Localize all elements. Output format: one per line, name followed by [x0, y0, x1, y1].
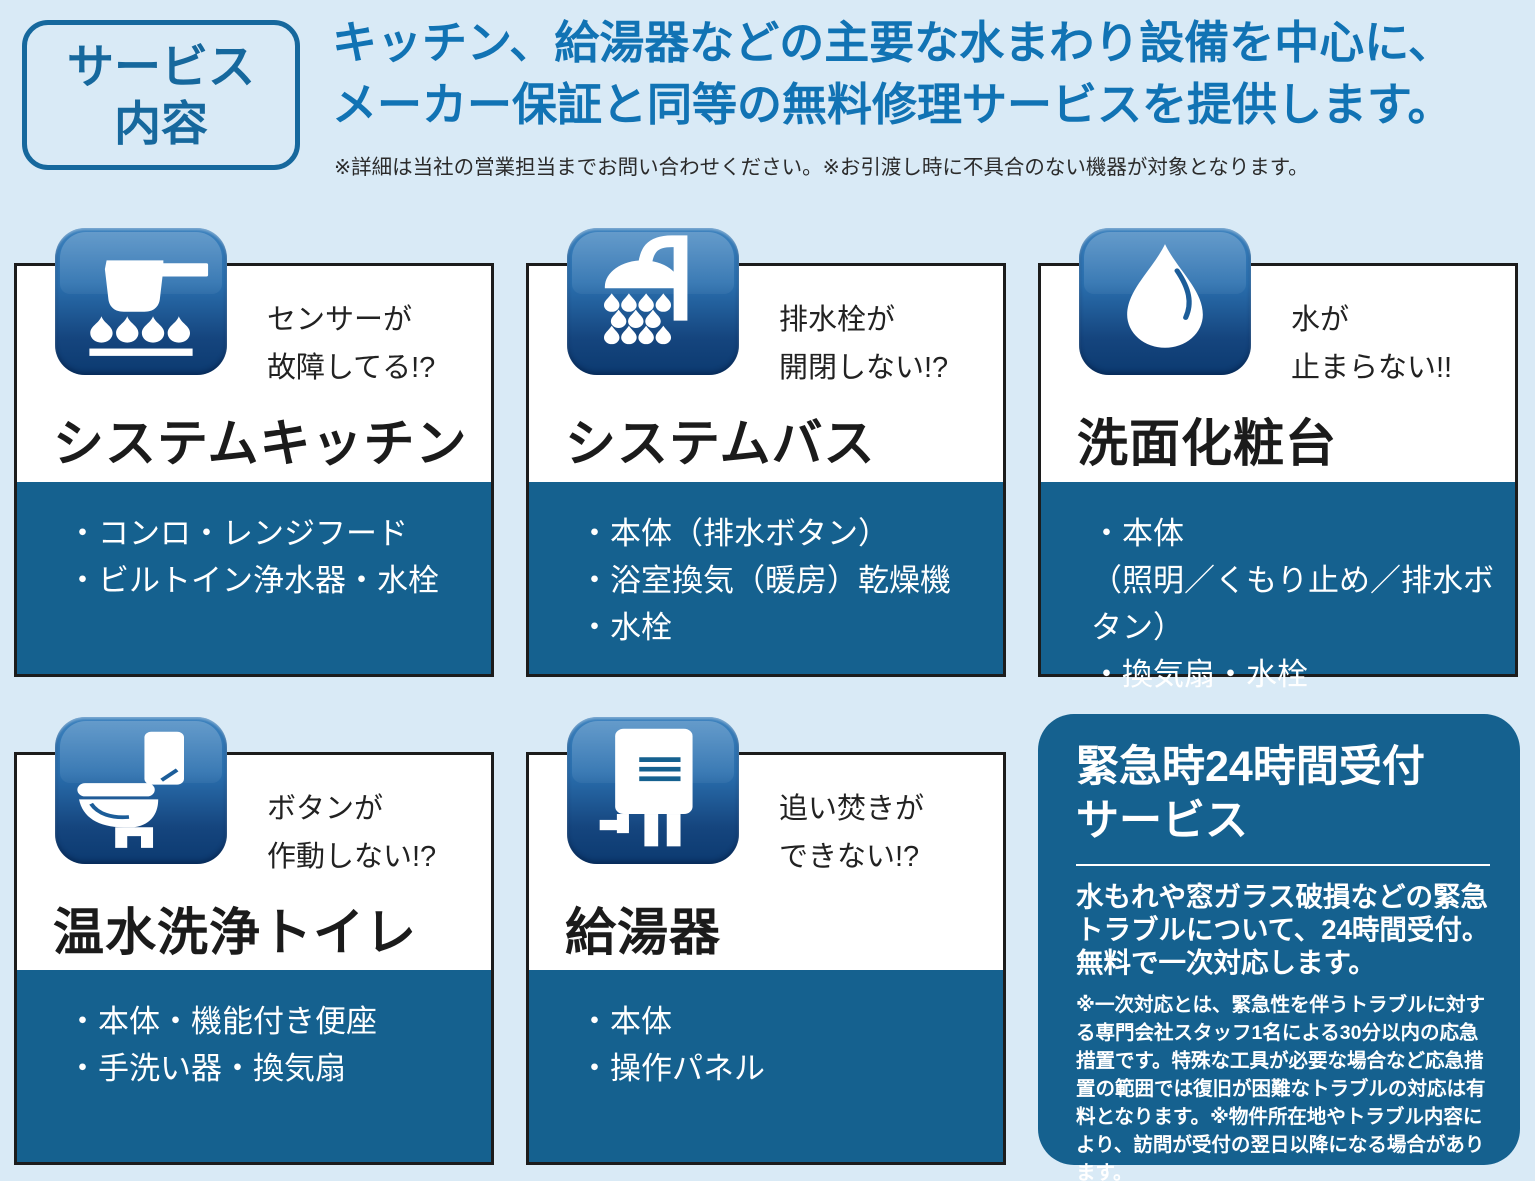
page-title-line1: キッチン、給湯器などの主要な水まわり設備を中心に、	[332, 17, 1453, 68]
emergency-title-line2: サービス	[1076, 797, 1248, 845]
emergency-note: ※一次対応とは、緊急性を伴うトラブルに対する専門会社スタッフ1名による30分以内…	[1076, 994, 1486, 1181]
card-washstand: 水が 止まらない!! 洗面化粧台 ・本体 （照明／くもり止め／排水ボタン） ・換…	[1038, 228, 1518, 692]
covered-items-list: ・本体 ・操作パネル	[529, 970, 1003, 1162]
water-drop-icon	[1079, 228, 1251, 375]
bubble-line: 開閉しない!?	[779, 352, 949, 384]
trouble-bubble: 追い焚きが できない!?	[779, 785, 924, 881]
emergency-service-panel: 緊急時24時間受付サービス 水もれや窓ガラス破損などの緊急トラブルについて、24…	[1038, 714, 1520, 1181]
card-title: 給湯器	[565, 904, 722, 961]
bubble-line: 故障してる!?	[267, 352, 436, 384]
bubble-line: できない!?	[779, 841, 920, 873]
trouble-bubble: ボタンが 作動しない!?	[267, 785, 436, 881]
bubble-line: 作動しない!?	[267, 841, 437, 873]
covered-item: ・コンロ・レンジフード	[67, 516, 408, 551]
covered-item: ・換気扇・水栓	[1091, 657, 1308, 692]
card-title: システムバス	[565, 415, 876, 472]
water-heater-icon	[567, 717, 739, 864]
covered-item: ・本体	[1091, 516, 1184, 551]
card-system-kitchen: センサーが 故障してる!? システムキッチン ・コンロ・レンジフード ・ビルトイ…	[14, 228, 494, 677]
emergency-title: 緊急時24時間受付サービス	[1076, 740, 1490, 848]
covered-item: ・水栓	[579, 610, 672, 645]
shower-icon	[567, 228, 739, 375]
covered-items-list: ・本体（排水ボタン） ・浴室換気（暖房）乾燥機 ・水栓	[529, 482, 1003, 674]
bubble-line: 排水栓が	[779, 304, 896, 336]
card-washlet-toilet: ボタンが 作動しない!? 温水洗浄トイレ ・本体・機能付き便座 ・手洗い器・換気…	[14, 717, 494, 1165]
trouble-bubble: 排水栓が 開閉しない!?	[779, 296, 948, 392]
badge-text-line2: 内容	[114, 97, 208, 150]
bubble-line: 追い焚きが	[779, 793, 925, 825]
page-title-line2: メーカー保証と同等の無料修理サービスを提供します。	[332, 79, 1453, 130]
card-title: 温水洗浄トイレ	[53, 904, 418, 961]
emergency-description: 水もれや窓ガラス破損などの緊急トラブルについて、24時間受付。無料で一次対応しま…	[1076, 881, 1490, 978]
badge-text-line1: サービス	[67, 40, 255, 93]
stove-icon	[55, 228, 227, 375]
card-water-heater: 追い焚きが できない!? 給湯器 ・本体 ・操作パネル	[526, 717, 1006, 1165]
covered-item: ・浴室換気（暖房）乾燥機	[579, 563, 951, 598]
card-system-bath: 排水栓が 開閉しない!? システムバス ・本体（排水ボタン） ・浴室換気（暖房）…	[526, 228, 1006, 677]
bubble-line: ボタンが	[267, 793, 384, 825]
covered-items-list: ・本体・機能付き便座 ・手洗い器・換気扇	[17, 970, 491, 1162]
covered-item: ・本体・機能付き便座	[67, 1004, 377, 1039]
covered-items-list: ・コンロ・レンジフード ・ビルトイン浄水器・水栓	[17, 482, 491, 674]
bubble-line: 水が	[1291, 304, 1350, 336]
card-title: システムキッチン	[53, 415, 468, 472]
trouble-bubble: 水が 止まらない!!	[1291, 296, 1452, 392]
trouble-bubble: センサーが 故障してる!?	[267, 296, 435, 392]
covered-item: ・手洗い器・換気扇	[67, 1051, 346, 1086]
covered-item: ・本体（排水ボタン）	[579, 516, 889, 551]
toilet-icon	[55, 717, 227, 864]
divider	[1076, 864, 1490, 866]
covered-item: ・操作パネル	[579, 1051, 765, 1086]
service-contents-badge: サービス 内容	[22, 20, 300, 170]
page-title: キッチン、給湯器などの主要な水まわり設備を中心に、メーカー保証と同等の無料修理サ…	[332, 12, 1453, 136]
header-note: ※詳細は当社の営業担当までお問い合わせください。※お引渡し時に不具合のない機器が…	[334, 156, 1309, 179]
bubble-line: センサーが	[267, 304, 413, 336]
covered-item: （照明／くもり止め／排水ボタン）	[1091, 563, 1494, 645]
card-title: 洗面化粧台	[1077, 415, 1338, 472]
covered-item: ・本体	[579, 1004, 672, 1039]
covered-item: ・ビルトイン浄水器・水栓	[67, 563, 439, 598]
bubble-line: 止まらない!!	[1291, 352, 1453, 384]
covered-items-list: ・本体 （照明／くもり止め／排水ボタン） ・換気扇・水栓	[1041, 482, 1515, 692]
emergency-title-line1: 緊急時24時間受付	[1076, 743, 1425, 791]
